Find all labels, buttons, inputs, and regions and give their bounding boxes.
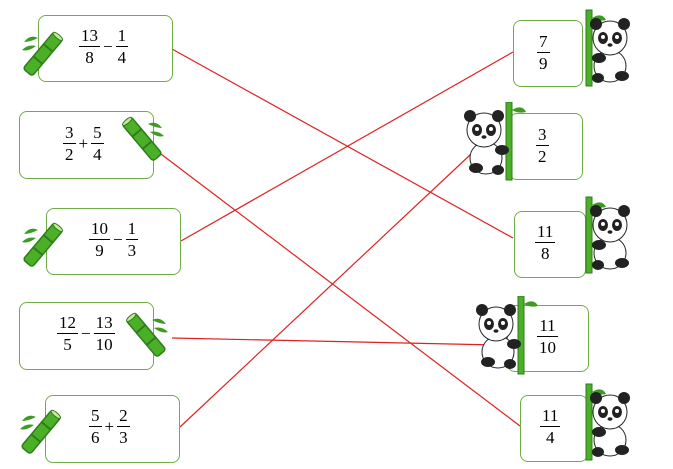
expression-box-5[interactable] (45, 395, 180, 463)
denominator: 3 (119, 428, 128, 447)
denominator: 8 (85, 48, 94, 67)
operator: + (104, 416, 115, 436)
connector-line-4 (171, 337, 498, 346)
answer-box-2[interactable] (509, 113, 583, 180)
operator: + (78, 133, 89, 153)
expression-box-1[interactable] (38, 15, 173, 82)
answer-box-1[interactable] (513, 20, 583, 87)
numerator: 2 (117, 406, 130, 427)
denominator: 10 (95, 335, 113, 354)
bamboo-icon (22, 222, 64, 267)
numerator: 3 (536, 125, 549, 146)
numerator: 13 (93, 313, 115, 334)
bamboo-icon (121, 116, 164, 161)
denominator: 9 (539, 54, 548, 73)
denominator: 6 (91, 428, 100, 447)
numerator: 13 (79, 26, 100, 47)
denominator: 2 (538, 147, 547, 166)
panda-icon (476, 296, 538, 375)
denominator: 2 (65, 145, 74, 164)
numerator: 11 (535, 222, 556, 243)
operator: − (103, 36, 113, 56)
bamboo-icon (20, 409, 62, 454)
connector-line-5 (179, 139, 487, 428)
panda-icon (585, 196, 630, 274)
denominator: 4 (117, 48, 127, 67)
denominator: 8 (540, 244, 550, 263)
denominator: 10 (539, 338, 556, 357)
denominator: 9 (95, 241, 104, 260)
connector-line-1 (171, 48, 514, 239)
denominator: 4 (545, 428, 555, 447)
numerator: 11 (537, 316, 558, 337)
panda-icon (585, 9, 630, 87)
numerator: 5 (91, 123, 104, 144)
operator: − (113, 229, 123, 249)
bamboo-icon (125, 312, 168, 357)
denominator: 3 (127, 241, 137, 260)
numerator: 10 (89, 219, 110, 240)
expression-box-4[interactable] (19, 302, 154, 370)
denominator: 5 (63, 335, 72, 354)
numerator: 11 (540, 406, 561, 427)
panda-icon (464, 102, 526, 181)
numerator: 7 (537, 32, 550, 53)
connector-line-2 (152, 147, 521, 427)
bamboo-icon (22, 31, 64, 76)
answer-box-5[interactable] (520, 395, 588, 462)
numerator: 12 (57, 313, 78, 334)
panda-icon (585, 383, 630, 461)
denominator: 4 (93, 145, 102, 164)
connector-line-3 (180, 51, 514, 242)
numerator: 3 (63, 123, 76, 144)
expression-box-3[interactable] (46, 208, 181, 275)
numerator: 1 (115, 26, 129, 47)
numerator: 1 (125, 219, 139, 240)
numerator: 5 (89, 406, 102, 427)
operator: − (81, 323, 91, 343)
